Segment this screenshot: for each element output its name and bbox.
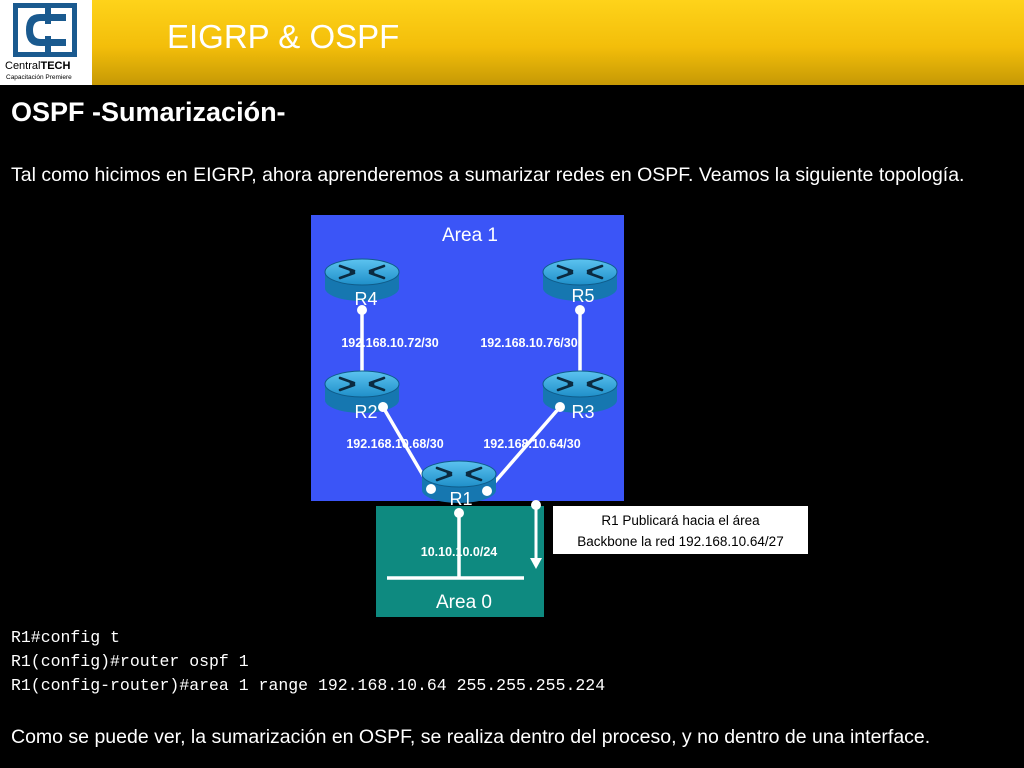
subnet-label-r4-r2: 192.168.10.72/30 (341, 336, 438, 350)
port-dot (575, 305, 585, 315)
intro-text: Tal como hicimos en EIGRP, ahora aprende… (11, 164, 965, 186)
header-bar: CentralTECH Capacitación Premiere EIGRP … (0, 0, 1024, 85)
router-r4-label: R4 (354, 289, 377, 309)
cli-line: R1(config)#router ospf 1 (11, 652, 249, 671)
link-r3-r1 (485, 405, 562, 493)
router-r2-label: R2 (354, 402, 377, 422)
logo: CentralTECH Capacitación Premiere (0, 0, 92, 85)
logo-icon (13, 3, 77, 57)
summary-note: R1 Publicará hacia el área Backbone la r… (552, 505, 809, 555)
port-dot (378, 402, 388, 412)
slide-title: OSPF -Sumarización- (11, 97, 286, 127)
router-r3-label: R3 (571, 402, 594, 422)
subnet-label-r3-r1: 192.168.10.64/30 (483, 437, 580, 451)
subnet-label-r5-r3: 192.168.10.76/30 (480, 336, 577, 350)
cli-commands: R1#config t R1(config)#router ospf 1 R1(co… (11, 626, 605, 698)
subnet-label-r2-r1: 192.168.10.68/30 (346, 437, 443, 451)
area1-label: Area 1 (442, 225, 498, 246)
port-dot (426, 484, 436, 494)
logo-brand: CentralTECH (5, 60, 71, 72)
header-title: EIGRP & OSPF (167, 18, 400, 55)
arrowhead-icon (530, 558, 542, 569)
port-dot (357, 305, 367, 315)
subnet-label-lan: 10.10.10.0/24 (421, 545, 498, 559)
logo-subtitle: Capacitación Premiere (6, 74, 72, 81)
area0-label: Area 0 (436, 592, 492, 613)
conclusion-text: Como se puede ver, la sumarización en OS… (11, 726, 931, 748)
summary-note-line1: R1 Publicará hacia el área (601, 513, 760, 528)
summary-note-line2: Backbone la red 192.168.10.64/27 (577, 534, 784, 549)
cli-line: R1#config t (11, 628, 120, 647)
cli-line: R1(config-router)#area 1 range 192.168.1… (11, 676, 606, 695)
port-dot (482, 486, 492, 496)
port-dot (555, 402, 565, 412)
port-dot (454, 508, 464, 518)
advertise-arrow-origin (531, 500, 541, 510)
router-r5-label: R5 (571, 286, 594, 306)
area1-box (311, 215, 624, 501)
router-r1-label: R1 (449, 489, 472, 509)
